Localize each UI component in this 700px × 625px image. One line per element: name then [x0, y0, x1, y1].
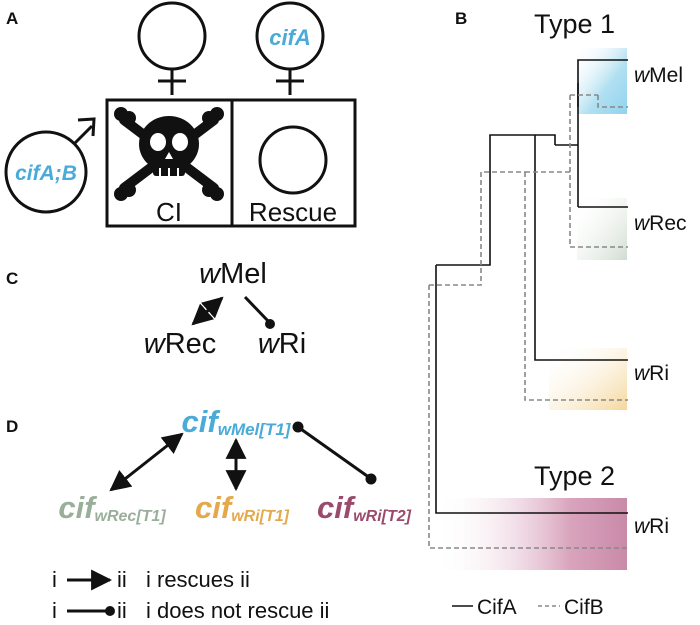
d-no-rescue-dot-start	[292, 421, 304, 433]
legend-i-1: i	[52, 567, 57, 592]
c-no-rescue-line	[243, 295, 271, 324]
cifa-tree	[435, 59, 628, 514]
type-2-label: Type 2	[534, 461, 615, 491]
cifb-tree	[428, 94, 628, 549]
skull-crossbones-icon	[114, 107, 224, 201]
legend-ii-1: ii	[117, 567, 127, 592]
legend-cifb-label: CifB	[564, 596, 604, 619]
female-symbol-empty	[137, 1, 207, 95]
d-no-rescue-line	[297, 425, 371, 480]
legend-cifa-label: CifA	[477, 596, 517, 619]
d-rescue-arrow-left	[109, 432, 184, 492]
d-wri-t1-gene: cifwRi[T1]	[195, 490, 290, 525]
type-1-label: Type 1	[534, 9, 615, 39]
wmel-shade	[577, 48, 627, 114]
c-rescue-arrow	[191, 296, 224, 326]
panel-label-a: A	[6, 9, 18, 28]
rescue-label: Rescue	[249, 197, 337, 227]
legend-no-rescue-text: i does not rescue ii	[146, 598, 329, 623]
legend-ii-2: ii	[117, 598, 127, 623]
tip-wrec: wRec	[634, 212, 687, 235]
tip-wri-t2: wRi	[634, 515, 669, 538]
wri-t2-shade	[436, 498, 627, 570]
female-gene-label: cifA	[269, 25, 311, 50]
d-top-gene: cifwMel[T1]	[182, 404, 292, 439]
male-symbol: cifA;B	[4, 117, 96, 214]
c-wrec-label: wRec	[144, 328, 217, 360]
tip-wmel: wMel	[634, 64, 683, 87]
c-wri-label: wRi	[258, 328, 306, 360]
d-no-rescue-dot-end	[365, 473, 377, 485]
male-gene-label: cifA;B	[15, 162, 77, 185]
d-wri-t2-gene: cifwRi[T2]	[317, 490, 412, 525]
panel-label-b: B	[455, 9, 467, 28]
tip-wri-t1: wRi	[634, 362, 669, 385]
legend-rescue-text: i rescues ii	[146, 567, 250, 592]
panel-label-d: D	[6, 417, 18, 436]
c-no-rescue-dot	[265, 319, 275, 329]
female-symbol-cifa: cifA	[255, 1, 325, 95]
c-wmel-label: wMel	[199, 258, 267, 290]
legend-i-2: i	[52, 598, 57, 623]
ci-label: CI	[156, 197, 182, 227]
rescue-box	[230, 98, 357, 228]
wrec-shade	[577, 198, 627, 260]
rescue-offspring-circle	[258, 125, 328, 195]
legend-no-rescue-dot	[105, 606, 115, 616]
panel-label-c: C	[6, 269, 18, 288]
d-wrec-gene: cifwRec[T1]	[58, 490, 166, 525]
